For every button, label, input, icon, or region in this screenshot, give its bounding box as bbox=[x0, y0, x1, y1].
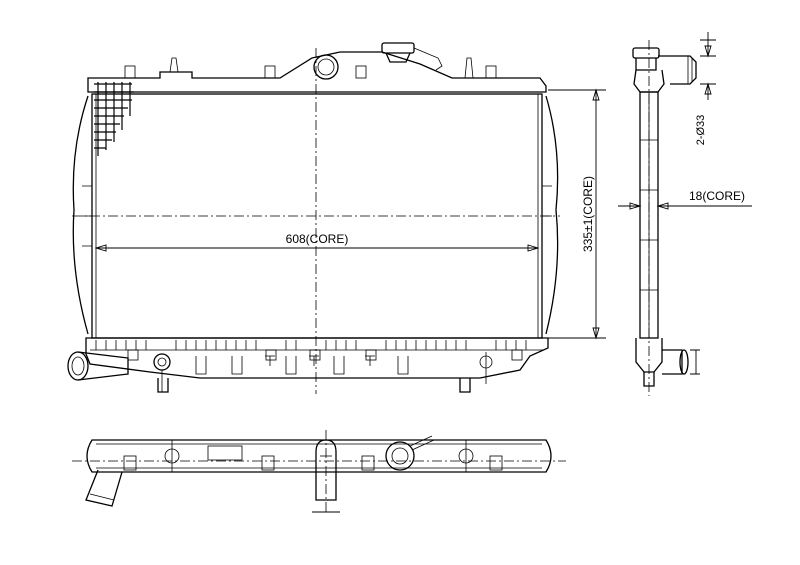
bottom-tank bbox=[86, 439, 552, 473]
mount-lug bbox=[124, 65, 136, 79]
inlet-pipe bbox=[313, 54, 339, 80]
pipe-icon bbox=[85, 469, 123, 507]
mount-lug bbox=[365, 349, 377, 361]
side-bracket-right bbox=[545, 95, 559, 335]
pipe-icon bbox=[662, 349, 689, 375]
mount-lug bbox=[355, 65, 367, 79]
mount-hole bbox=[164, 440, 180, 472]
lower-tank bbox=[85, 337, 549, 379]
radiator-cap-icon bbox=[381, 42, 443, 71]
front-view bbox=[67, 42, 606, 394]
drain-valve bbox=[479, 352, 493, 384]
mount-lug bbox=[511, 349, 523, 361]
core-thickness-label: 18(CORE) bbox=[689, 189, 745, 203]
pipe-diameter-label: 2-Ø33 bbox=[695, 115, 707, 146]
mount-hole bbox=[458, 440, 474, 472]
upper-tank bbox=[87, 51, 547, 93]
pipe-icon bbox=[312, 430, 340, 513]
drain-plug bbox=[153, 353, 171, 392]
bottom-view bbox=[72, 430, 566, 513]
core-width-label: 608(CORE) bbox=[286, 232, 349, 246]
core-height-label: 335±1(CORE) bbox=[581, 176, 595, 252]
mount-lug bbox=[265, 349, 277, 361]
radiator-cap-icon bbox=[632, 47, 697, 85]
mount-lug bbox=[127, 349, 139, 361]
filler-neck bbox=[385, 435, 435, 471]
pipe-icon bbox=[67, 351, 129, 381]
mount-lug bbox=[309, 349, 321, 361]
side-view bbox=[618, 32, 752, 396]
mount-lug bbox=[485, 65, 497, 79]
side-bracket-left bbox=[72, 95, 89, 335]
hatched-section bbox=[94, 82, 134, 156]
mount-lug bbox=[264, 65, 276, 79]
